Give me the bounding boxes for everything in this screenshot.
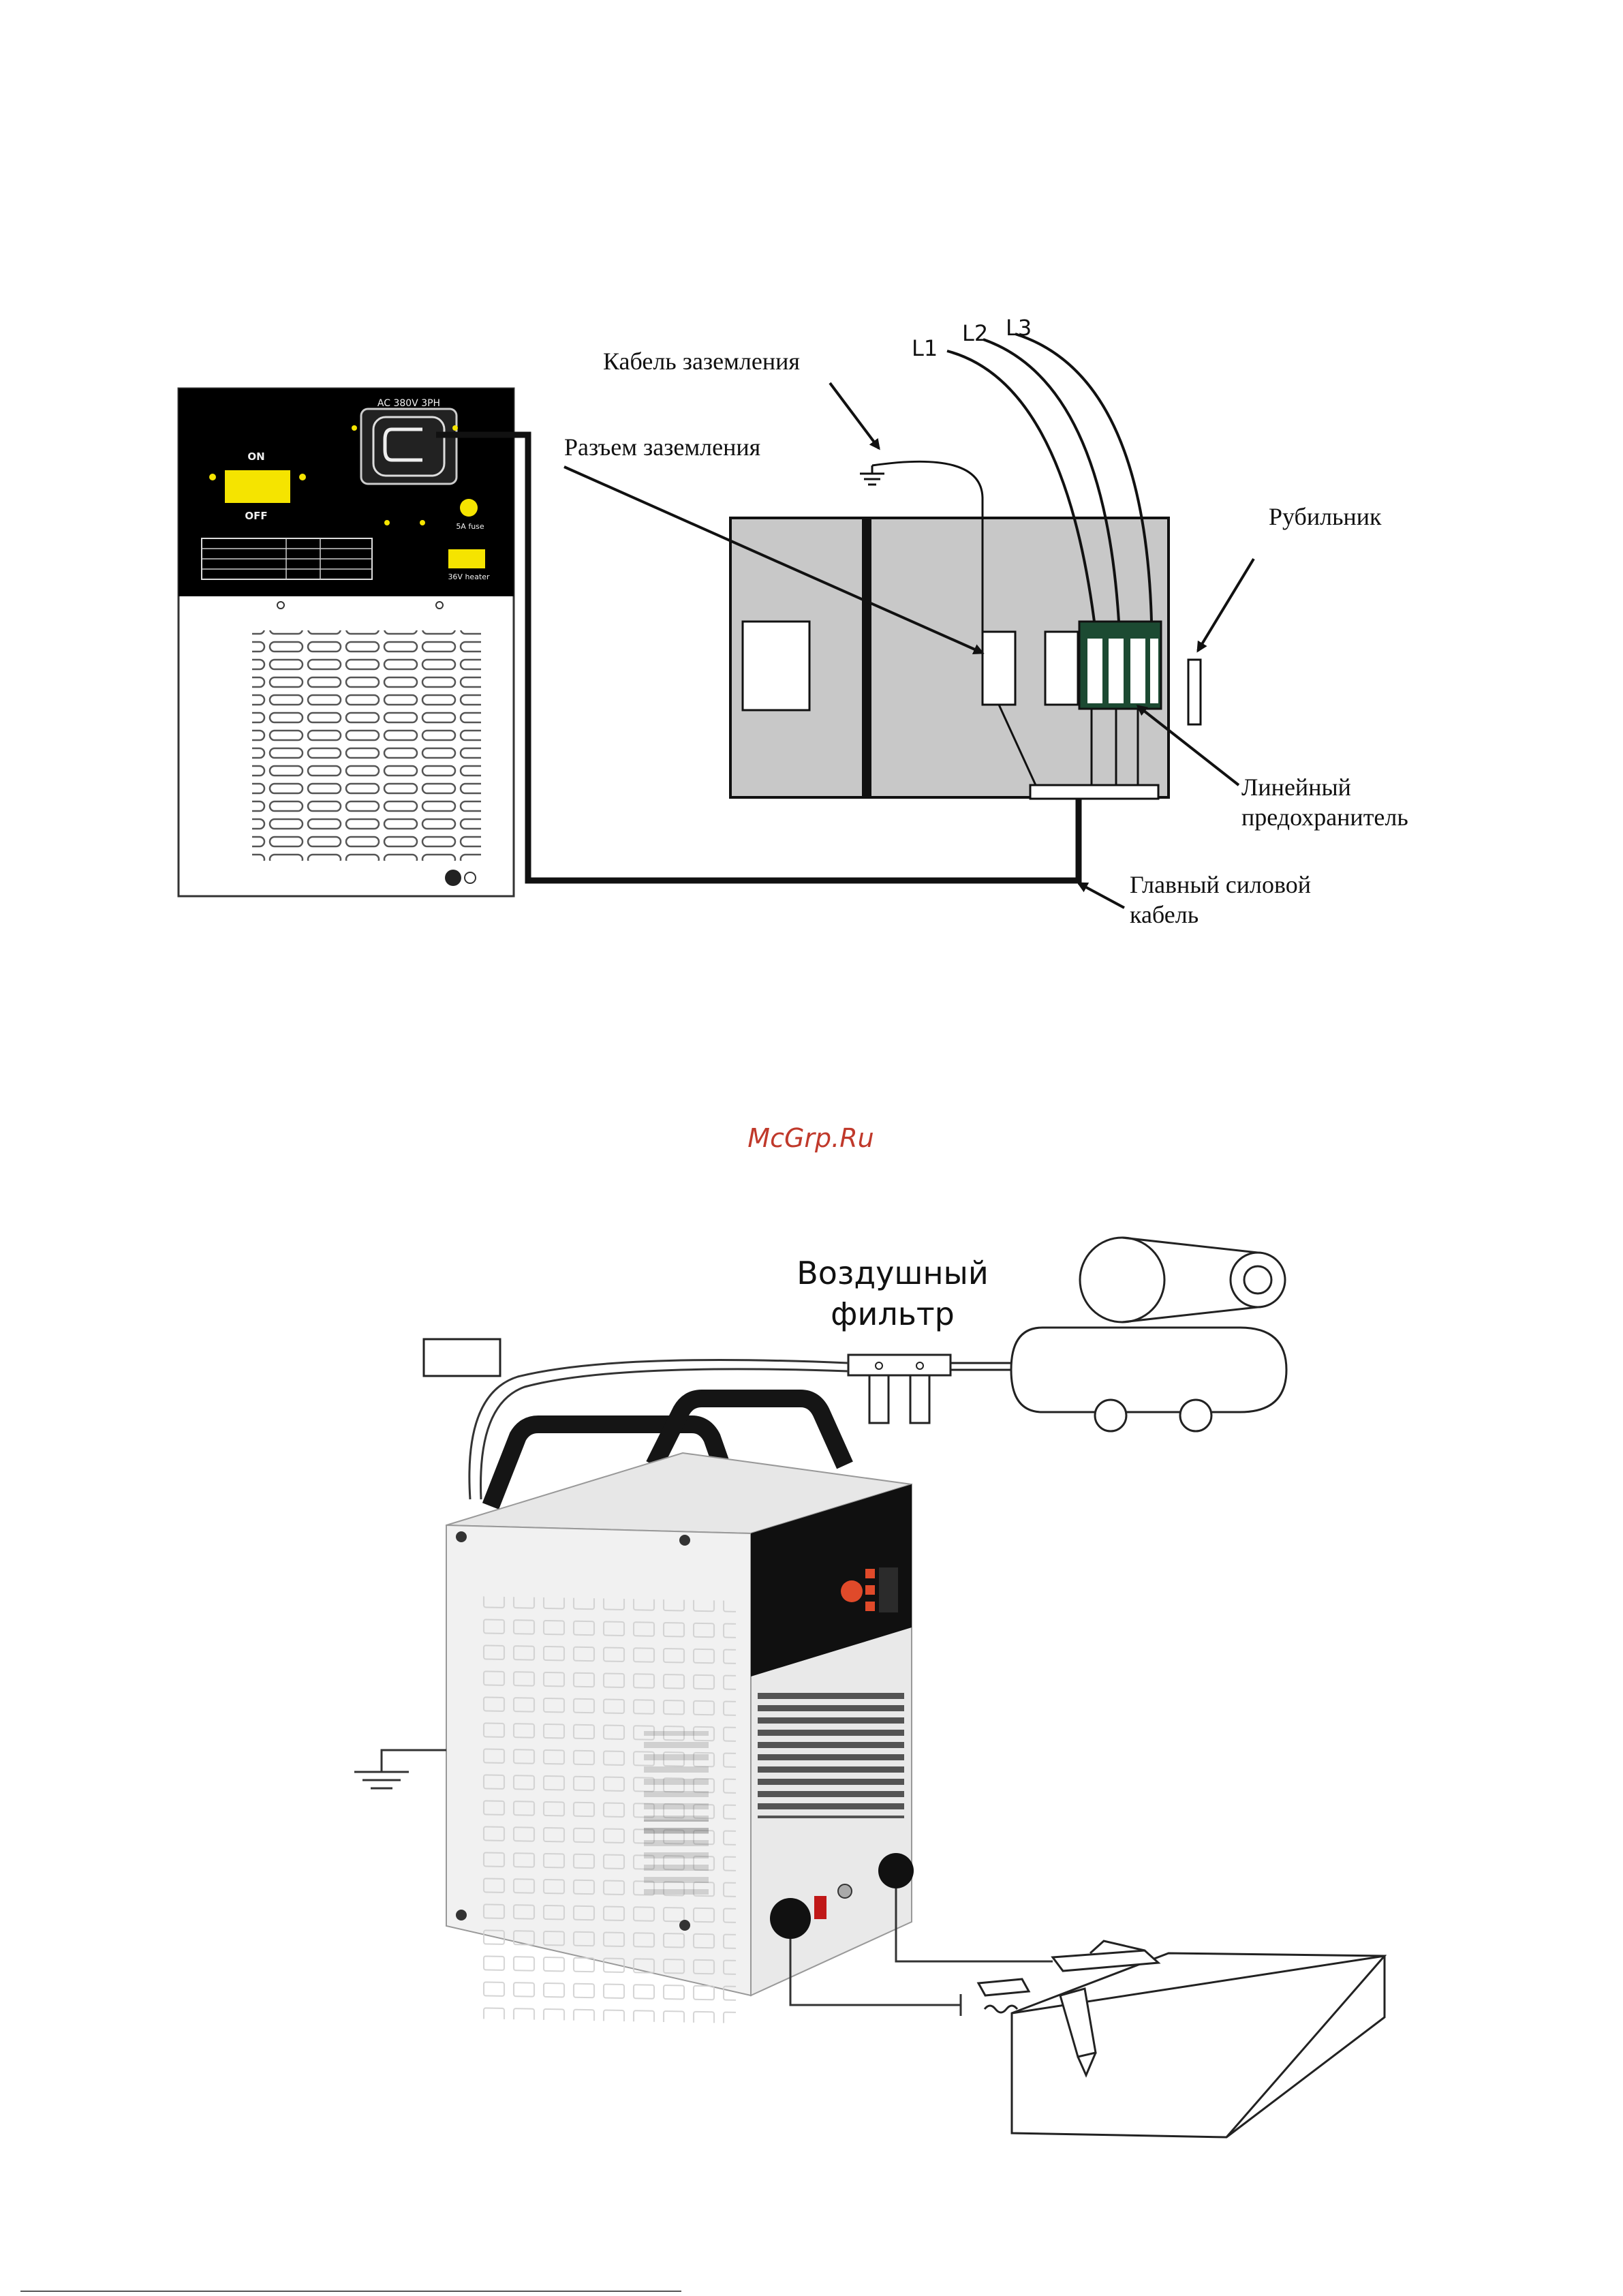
watermark: McGrp.Ru [747,1123,874,1153]
workpiece [1012,1953,1385,2137]
arrow-main-cable [1079,883,1124,908]
diagram-air-supply: Воздушный фильтр [354,1238,1385,2137]
off-label: OFF [245,510,267,522]
distribution-cabinet [730,518,1201,799]
ground-connector [983,632,1015,705]
label-line-fuse-1: Линейный [1241,774,1351,801]
plasma-cutter-machine [446,1398,914,2023]
arrow-ground-cable [830,383,879,448]
ground-clamp [1053,1941,1158,1971]
socket-label: AC 380V 3PH [377,398,440,409]
machine-ground-symbol [354,1750,446,1788]
torch-socket [770,1898,811,1939]
air-compressor [1011,1238,1286,1431]
knife-switch [1188,660,1201,724]
line-fuse-block [1079,622,1161,709]
heater-label: 36V heater [448,572,490,581]
label-switch: Рубильник [1269,503,1382,530]
diagram-power-connection: AC 380V 3PH ON OFF 5A fuse 36V heater [179,315,1408,928]
plasma-torch [978,1979,1096,2075]
machine-rear-panel: AC 380V 3PH ON OFF 5A fuse 36V heater [179,388,514,896]
vent-grille [252,630,481,861]
arrow-switch [1198,559,1254,651]
label-l3: L3 [1006,315,1032,341]
ground-clamp-socket [878,1853,914,1888]
air-filter [848,1355,1011,1423]
heater-indicator [448,549,485,568]
fuse-holder [460,499,478,517]
ground-clamp-cable [896,1888,1053,1961]
power-socket: AC 380V 3PH [361,398,457,484]
label-main-cable-2: кабель [1130,901,1199,928]
label-air-filter-1: Воздушный [797,1255,989,1291]
label-air-filter-2: фильтр [831,1296,955,1332]
pressure-gauge-box [424,1339,500,1376]
label-ground-cable: Кабель заземления [603,348,800,375]
label-l2: L2 [962,320,988,346]
label-line-fuse-2: предохранитель [1241,803,1408,831]
label-l1: L1 [912,335,938,361]
label-ground-connector: Разъем заземления [564,433,760,461]
fuse-label: 5A fuse [456,522,484,531]
label-main-cable-1: Главный силовой [1130,871,1311,898]
on-label: ON [247,450,264,463]
